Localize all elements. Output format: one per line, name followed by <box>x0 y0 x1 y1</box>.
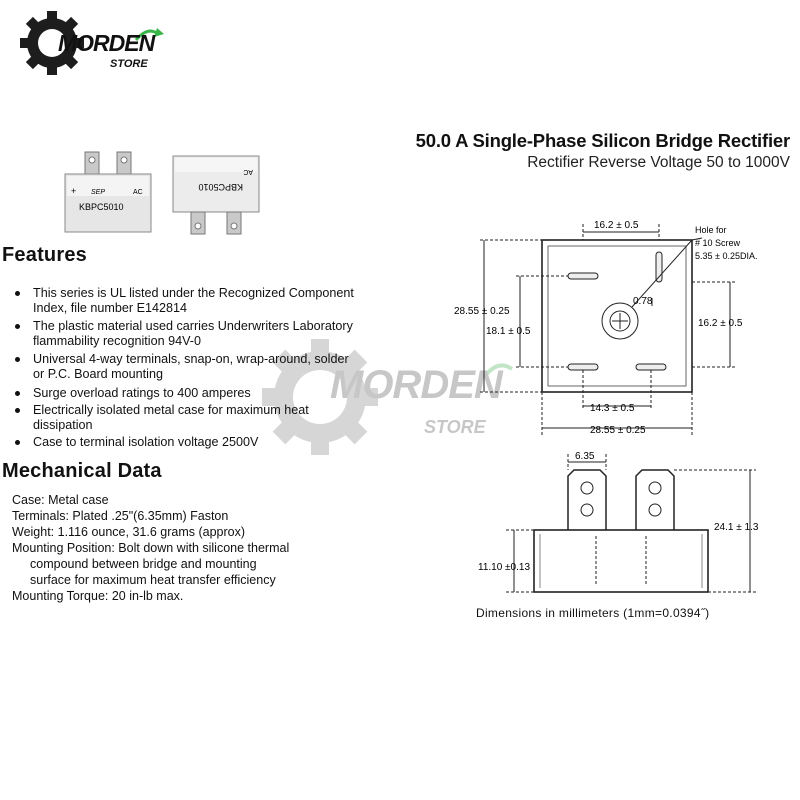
back-part-number: KBPC5010 <box>198 182 243 192</box>
dim-hole: 0.78 <box>633 296 653 307</box>
feature-item: This series is UL listed under the Recog… <box>0 286 360 315</box>
dim-bottom-inner: 14.3 ± 0.5 <box>590 403 635 414</box>
watermark: MORDEN STORE <box>262 335 532 465</box>
watermark-sub-text: STORE <box>424 417 486 437</box>
inner-body-outline <box>547 245 687 387</box>
hole-note-1: Hole for <box>695 225 727 235</box>
dim-height: 24.1 ± 1.3 <box>714 522 759 533</box>
mech-line: Case: Metal case <box>12 493 109 507</box>
mech-line: Weight: 1.116 ounce, 31.6 grams (approx) <box>12 525 246 539</box>
front-part-number: KBPC5010 <box>79 202 124 212</box>
side-body-outline <box>533 529 709 593</box>
dim-bottom-outer: 28.55 ± 0.25 <box>590 425 646 436</box>
feature-item: Surge overload ratings to 400 amperes <box>0 386 360 401</box>
gear-icon <box>20 11 164 75</box>
feature-item: Case to terminal isolation voltage 2500V <box>0 435 360 450</box>
front-rectifier-icon: + SEP AC KBPC5010 <box>64 151 152 233</box>
page-title: 50.0 A Single-Phase Silicon Bridge Recti… <box>415 130 791 151</box>
page-subtitle: Rectifier Reverse Voltage 50 to 1000V <box>527 154 790 171</box>
mechanical-heading: Mechanical Data <box>2 460 162 482</box>
store-logo: MORDEN STORE <box>18 10 168 80</box>
dim-left-inner: 18.1 ± 0.5 <box>486 326 531 337</box>
dim-left-outer: 28.55 ± 0.25 <box>454 306 510 317</box>
logo-brand-text: MORDEN <box>58 30 155 56</box>
side-view-drawing: 6.35 24.1 ± 1.3 11.10 ±0.13 <box>478 451 759 593</box>
mech-line: Mounting Position: Bolt down with silico… <box>12 541 290 555</box>
mech-line: Terminals: Plated .25"(6.35mm) Faston <box>12 509 229 523</box>
hole-note-3: 5.35 ± 0.25DIA. <box>695 251 757 261</box>
front-brand: SEP <box>91 189 105 196</box>
back-rectifier-icon: KBPC5010 AC <box>172 155 260 235</box>
mechanical-data: Case: Metal case Terminals: Plated .25"(… <box>12 492 372 604</box>
top-view-drawing: 16.2 ± 0.5 Hole for # 10 Screw 5.35 ± 0.… <box>454 220 757 436</box>
product-photo: + SEP AC KBPC5010 KBPC5010 AC <box>64 151 260 235</box>
logo-sub-text: STORE <box>110 58 148 70</box>
dim-right: 16.2 ± 0.5 <box>698 318 743 329</box>
dimensions-note: Dimensions in millimeters (1mm=0.0394˝) <box>476 606 710 620</box>
front-ac: AC <box>133 189 143 196</box>
mech-line: surface for maximum heat transfer effici… <box>30 573 276 587</box>
dim-body: 11.10 ±0.13 <box>478 562 530 573</box>
feature-item: The plastic material used carries Underw… <box>0 319 360 348</box>
watermark-gear-icon <box>262 339 514 455</box>
front-plus: + <box>71 186 76 196</box>
outer-body-outline <box>541 239 693 393</box>
mech-line: Mounting Torque: 20 in-lb max. <box>12 589 184 603</box>
hole-note-2: # 10 Screw <box>695 238 741 248</box>
features-heading: Features <box>2 244 87 266</box>
dim-terminal: 6.35 <box>575 451 595 462</box>
feature-item: Electrically isolated metal case for max… <box>0 403 360 432</box>
mech-line: compound between bridge and mounting <box>30 557 257 571</box>
watermark-brand-text: MORDEN <box>330 363 503 407</box>
back-ac: AC <box>243 168 253 175</box>
dim-top: 16.2 ± 0.5 <box>594 220 639 231</box>
mount-hole-outer <box>601 302 639 340</box>
features-list: This series is UL listed under the Recog… <box>0 286 360 453</box>
feature-item: Universal 4-way terminals, snap-on, wrap… <box>0 352 360 381</box>
